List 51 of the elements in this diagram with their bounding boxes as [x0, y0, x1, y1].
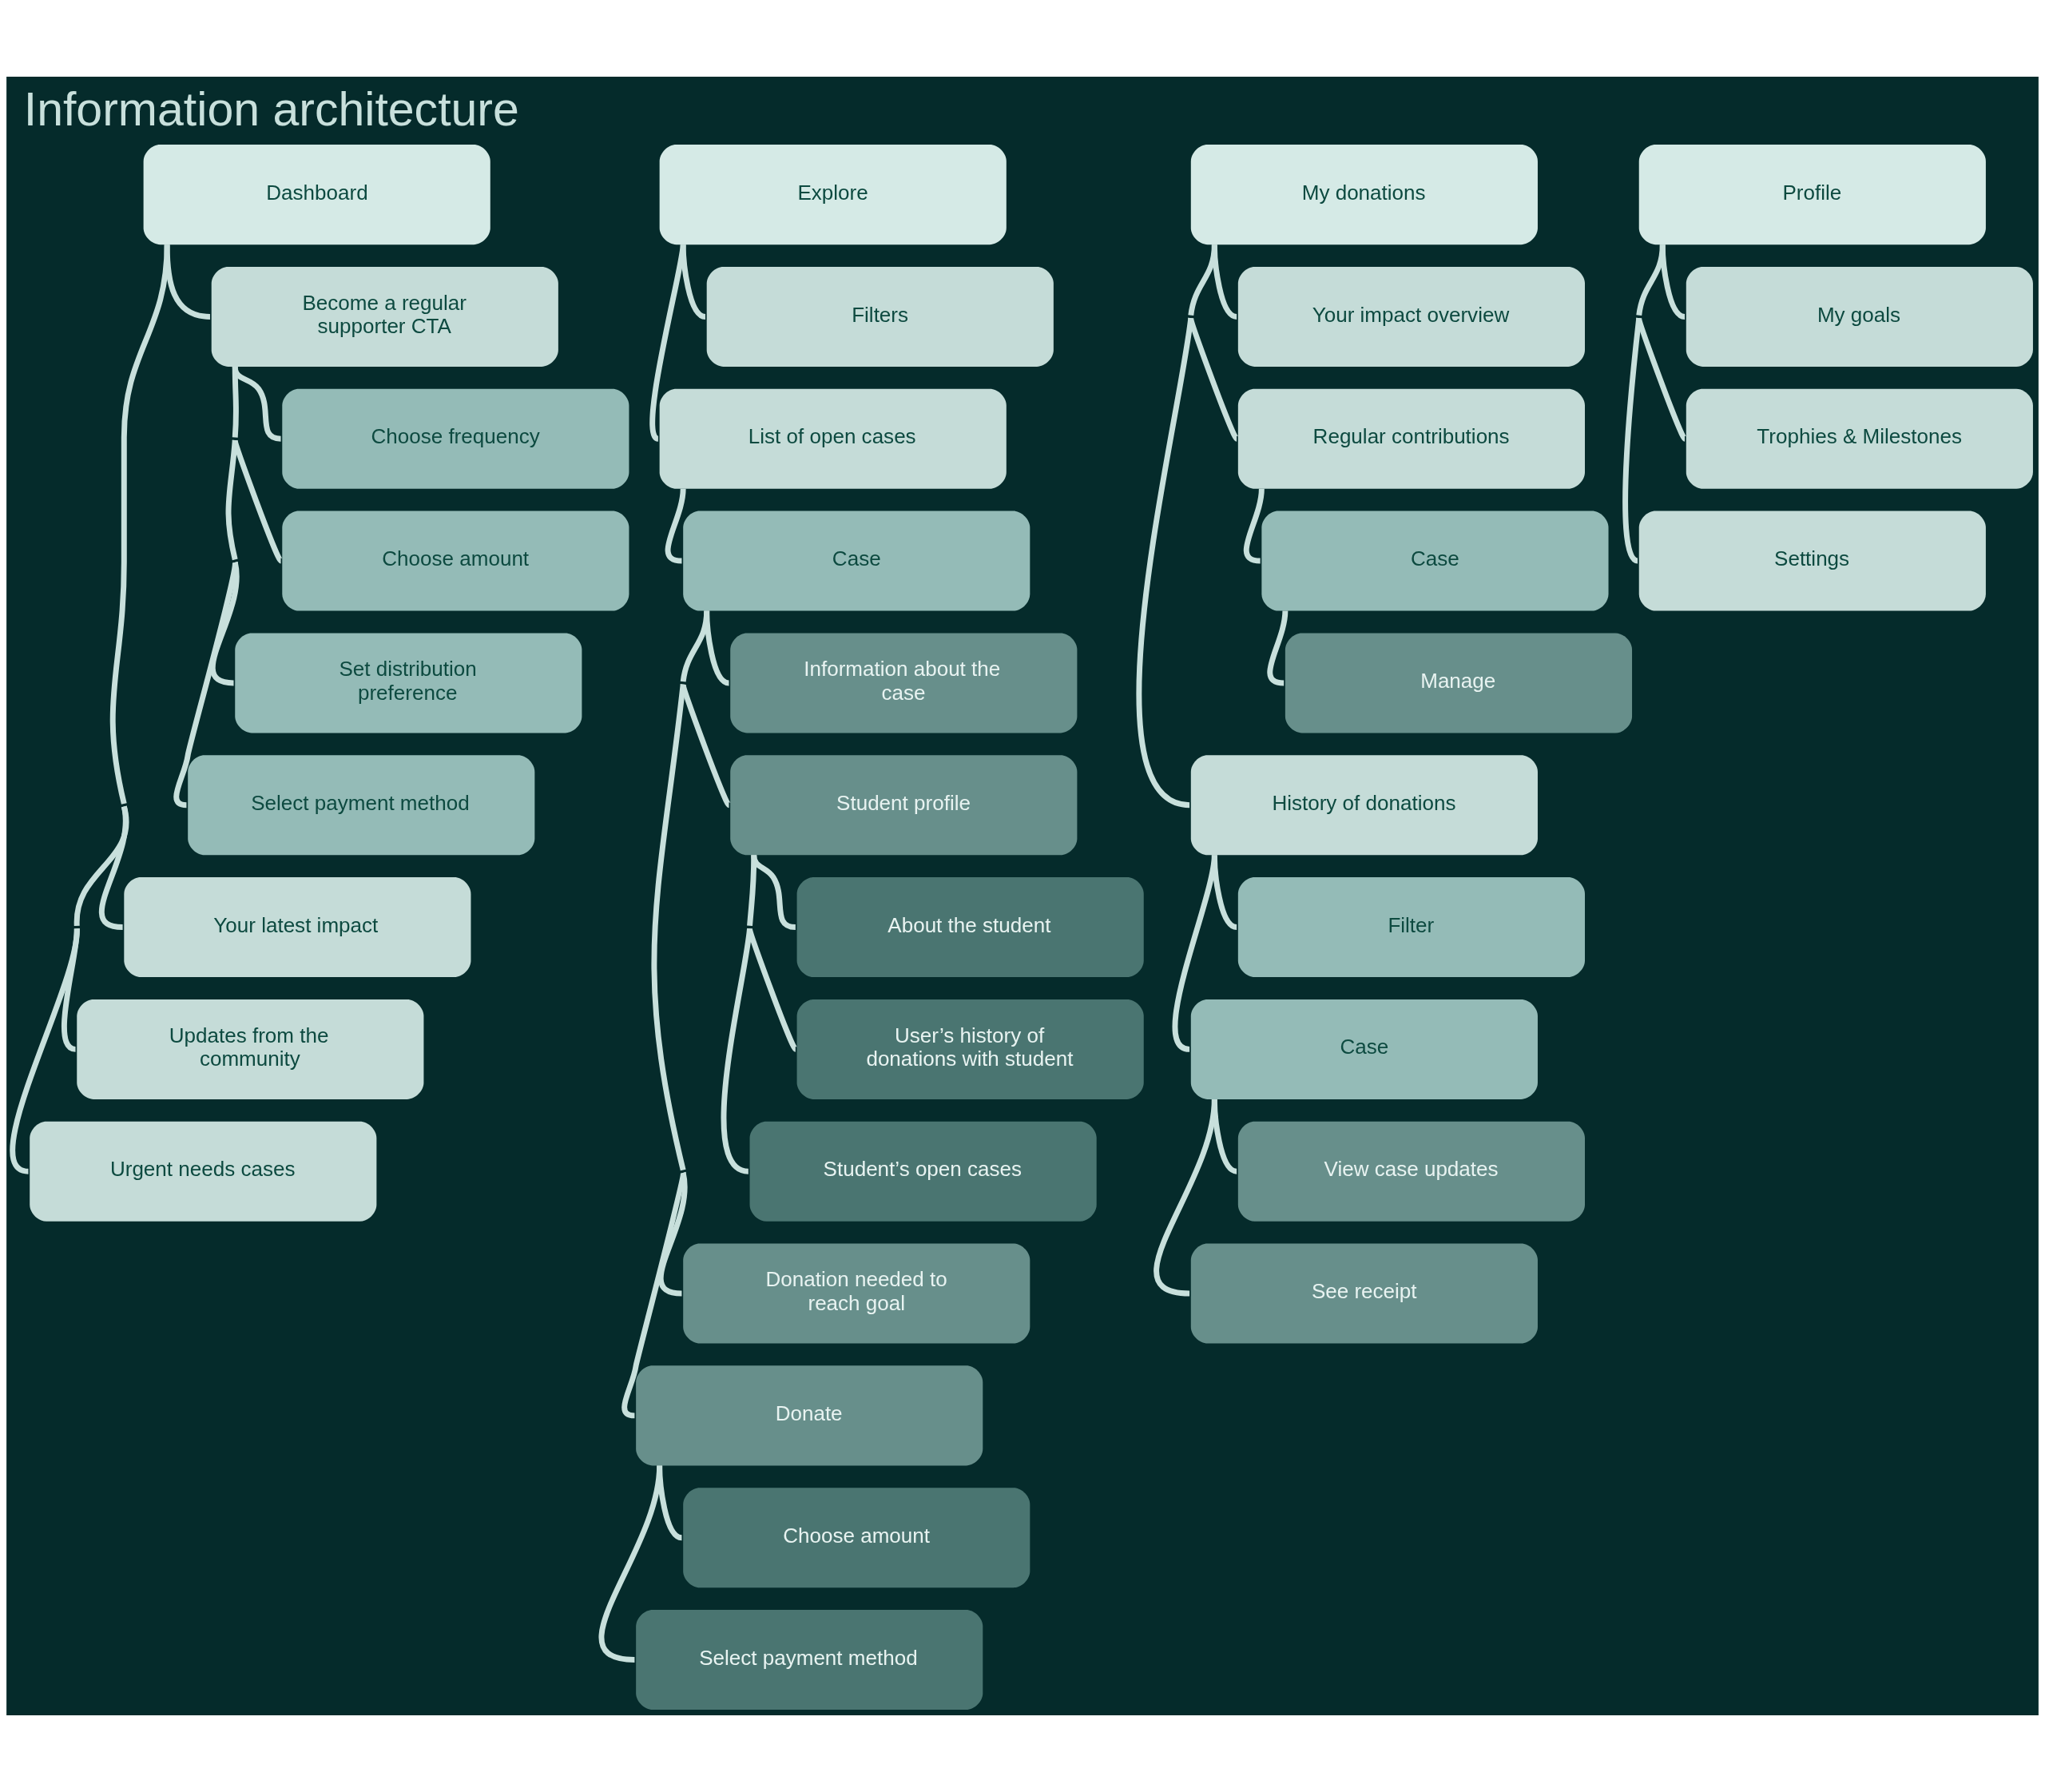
- node-box: User’s history of donations with student: [796, 999, 1144, 1099]
- node-box: Donate: [636, 1365, 983, 1466]
- node-box: Manage: [1285, 633, 1633, 733]
- connector: [173, 366, 240, 809]
- node-box: Case: [1261, 511, 1609, 611]
- node-box: Choose amount: [683, 1488, 1030, 1588]
- node-box: Your impact overview: [1237, 266, 1585, 367]
- node-box: About the student: [796, 877, 1144, 978]
- node-box: Profile: [1638, 145, 1986, 245]
- node-box: Student profile: [730, 755, 1078, 856]
- connector: [1154, 1099, 1217, 1297]
- node-box: Filters: [706, 266, 1054, 367]
- node-box: Updates from the community: [77, 999, 424, 1099]
- node-box: View case updates: [1237, 1121, 1585, 1222]
- node-box: My donations: [1190, 145, 1538, 245]
- node-box: Select payment method: [636, 1610, 983, 1711]
- node-box: Settings: [1638, 511, 1986, 611]
- connector: [680, 244, 706, 320]
- node-box: Regular contributions: [1237, 388, 1585, 489]
- node-box: Case: [1190, 999, 1538, 1099]
- connector: [665, 488, 686, 564]
- node-box: Information about the case: [730, 633, 1078, 733]
- connector: [1622, 244, 1666, 563]
- node-box: Urgent needs cases: [30, 1121, 377, 1222]
- diagram-title: Information architecture: [23, 83, 519, 137]
- node-box: Choose frequency: [282, 388, 629, 489]
- connector: [649, 244, 686, 441]
- node-box: Your latest impact: [124, 877, 471, 978]
- node-box: Choose amount: [282, 511, 629, 611]
- connector: [598, 1465, 663, 1663]
- node-box: Student’s open cases: [749, 1121, 1097, 1222]
- node-box: See receipt: [1190, 1243, 1538, 1344]
- node-box: My goals: [1686, 266, 2033, 367]
- node-box: Donation needed to reach goal: [683, 1243, 1030, 1344]
- node-box: Dashboard: [143, 145, 490, 245]
- node-box: Explore: [659, 145, 1007, 245]
- connector: [1136, 244, 1217, 809]
- connector: [1267, 610, 1289, 686]
- node-box: Select payment method: [188, 755, 535, 856]
- connector: [232, 366, 281, 442]
- node-box: Case: [683, 511, 1030, 611]
- node-box: History of donations: [1190, 755, 1538, 856]
- node-box: Trophies & Milestones: [1686, 388, 2033, 489]
- node-box: Filter: [1237, 877, 1585, 978]
- connector: [658, 1172, 688, 1297]
- node-box: Become a regular supporter CTA: [211, 266, 558, 367]
- connector: [621, 610, 710, 1419]
- connector: [10, 244, 170, 1174]
- node-box: List of open cases: [659, 388, 1007, 489]
- node-box: Set distribution preference: [235, 633, 582, 733]
- connector: [1243, 488, 1265, 564]
